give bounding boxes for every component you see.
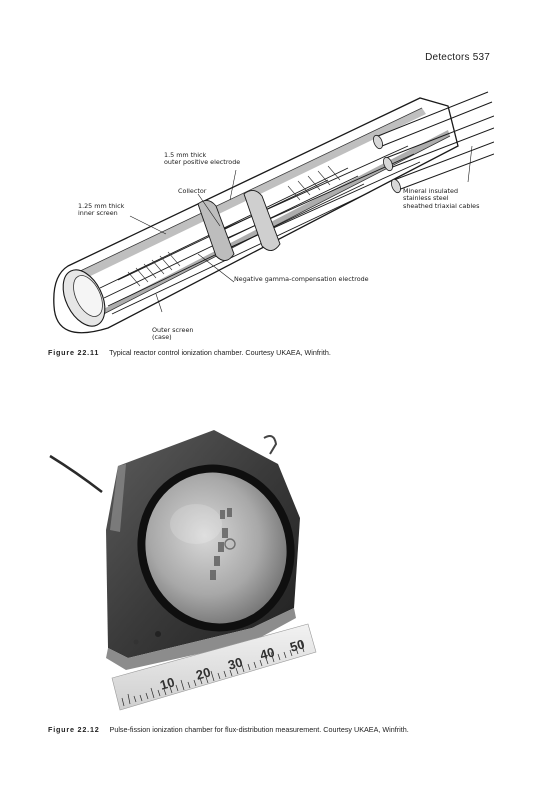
figure-22-12-caption: Figure 22.12 Pulse-fission ionization cha…: [48, 725, 409, 734]
label-outer-electrode: 1.5 mm thick outer positive electrode: [164, 151, 241, 167]
figure-22-11-caption: Figure 22.11 Typical reactor control ioni…: [48, 348, 331, 357]
label-outer-screen: Outer screen (case): [152, 326, 194, 342]
label-triaxial-cables: Mineral insulated stainless steel sheath…: [403, 187, 480, 210]
caption-text: Typical reactor control ionization chamb…: [109, 348, 331, 357]
page-header: Detectors 537: [425, 52, 490, 63]
figure-number: Figure 22.12: [48, 725, 100, 734]
caption-text: Pulse-fission ionization chamber for flu…: [109, 725, 409, 734]
figure-number: Figure 22.11: [48, 348, 100, 357]
fission-chamber-photo: [49, 430, 317, 711]
label-gamma-electrode: Negative gamma-compensation electrode: [234, 275, 369, 283]
label-inner-screen: 1.25 mm thick inner screen: [78, 202, 125, 218]
ionization-chamber-drawing: [53, 91, 494, 334]
label-collector: Collector: [178, 187, 207, 195]
